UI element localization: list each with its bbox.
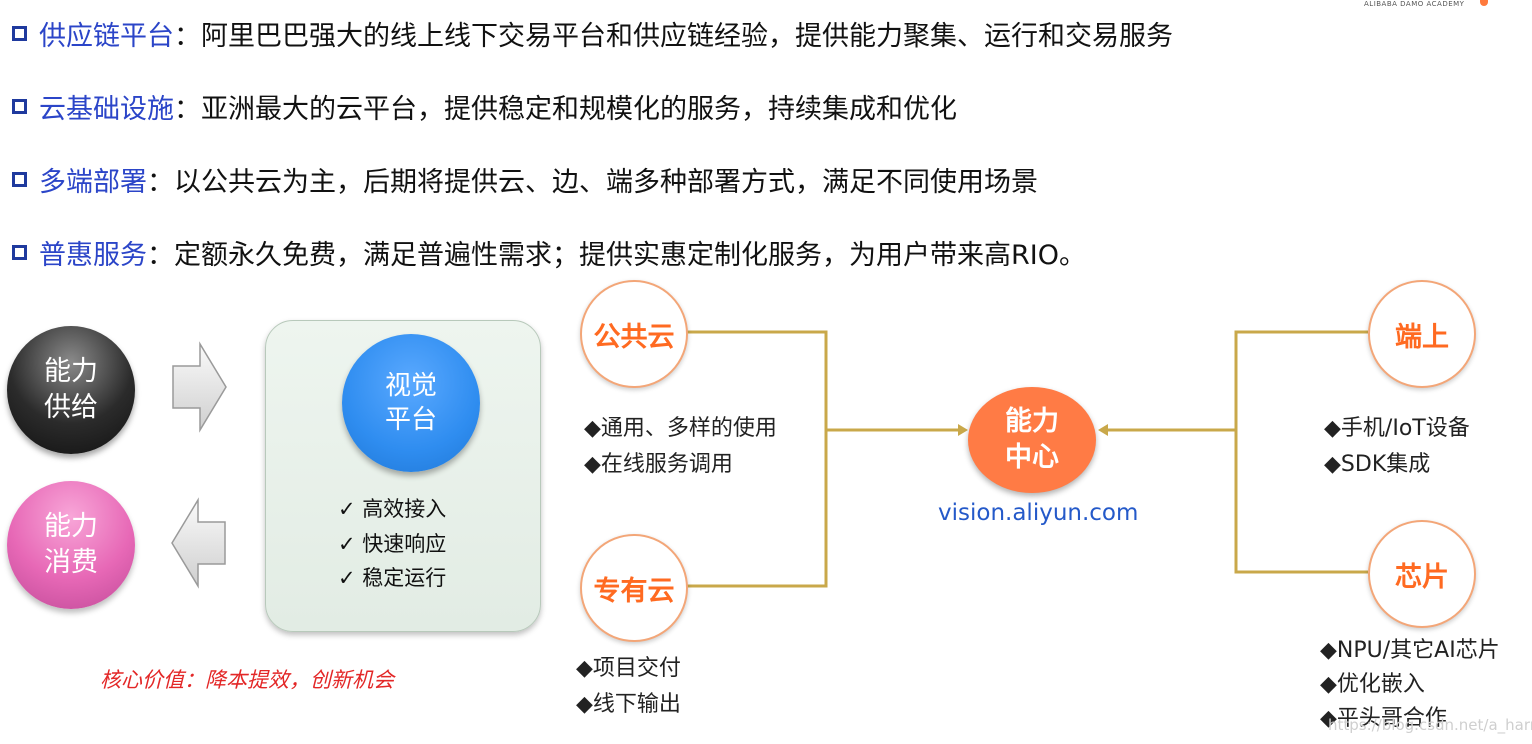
chip-label: 芯片 (1395, 561, 1449, 593)
chip-item: ◆平头哥合作 (1320, 706, 1447, 731)
private-cloud-circle: 专有云 (580, 534, 688, 642)
platform-line2: 平台 (384, 405, 437, 435)
bullet-text: ：亚洲最大的云平台，提供稳定和规模化的服务，持续集成和优化 (174, 93, 957, 125)
private-cloud-label: 专有云 (593, 575, 675, 607)
consume-line1: 能力 (44, 511, 98, 542)
capability-center-circle: 能力中心 (968, 387, 1096, 493)
center-line1: 能力 (1005, 406, 1059, 437)
public-cloud-label: 公共云 (593, 321, 675, 353)
bullet-multi-deploy: 多端部署 ：以公共云为主，后期将提供云、边、端多种部署方式，满足不同使用场景 (12, 159, 1038, 199)
checkbox-square-icon (12, 98, 27, 114)
capability-supply-circle: 能力供给 (7, 326, 135, 454)
device-item: ◆SDK集成 (1324, 452, 1431, 477)
private-cloud-item: ◆项目交付 (576, 656, 681, 681)
consume-line2: 消费 (44, 547, 98, 578)
check-item-stable-run: ✓ 稳定运行 (338, 566, 447, 590)
device-item: ◆手机/IoT设备 (1324, 416, 1470, 441)
vision-platform-circle: 视觉平台 (342, 334, 480, 472)
arrow-left-icon (171, 497, 226, 589)
checkbox-square-icon (12, 244, 27, 260)
device-label: 端上 (1395, 321, 1449, 353)
bullet-keyword: 普惠服务 (39, 239, 147, 271)
bullet-inclusive-service: 普惠服务 ：定额永久免费，满足普遍性需求；提供实惠定制化服务，为用户带来高RIO… (12, 232, 1086, 272)
public-cloud-circle: 公共云 (580, 280, 688, 388)
bullet-cloud-infra: 云基础设施 ：亚洲最大的云平台，提供稳定和规模化的服务，持续集成和优化 (12, 86, 957, 126)
check-item-fast-response: ✓ 快速响应 (338, 532, 447, 556)
arrowhead-left-icon (1098, 424, 1108, 436)
bullet-text: ：定额永久免费，满足普遍性需求；提供实惠定制化服务，为用户带来高RIO。 (147, 239, 1086, 271)
bullet-text: ：阿里巴巴强大的线上线下交易平台和供应链经验，提供能力聚集、运行和交易服务 (174, 20, 1173, 52)
supply-line1: 能力 (44, 356, 98, 387)
device-circle: 端上 (1368, 280, 1476, 388)
check-item-efficient-access: ✓ 高效接入 (338, 497, 447, 521)
checkbox-square-icon (12, 171, 27, 187)
supply-line2: 供给 (44, 392, 98, 423)
bullet-keyword: 云基础设施 (39, 93, 174, 125)
chip-circle: 芯片 (1368, 520, 1476, 628)
public-cloud-item: ◆在线服务调用 (584, 452, 733, 477)
core-value-text: 核心价值：降本提效，创新机会 (100, 668, 394, 692)
center-line2: 中心 (1005, 442, 1059, 473)
platform-line1: 视觉 (384, 371, 437, 401)
flow-arrows (171, 341, 227, 589)
public-cloud-item: ◆通用、多样的使用 (584, 416, 777, 441)
left-bracket-line (686, 330, 828, 588)
chip-item: ◆NPU/其它AI芯片 (1320, 638, 1500, 663)
bullet-keyword: 供应链平台 (39, 20, 174, 52)
chip-item: ◆优化嵌入 (1320, 672, 1425, 697)
arrowhead-right-icon (958, 424, 968, 436)
watermark-text: https://blog.csdn.net/a_harry (1328, 716, 1532, 734)
bullet-supply-chain: 供应链平台 ：阿里巴巴强大的线上线下交易平台和供应链经验，提供能力聚集、运行和交… (12, 13, 1173, 53)
private-cloud-item: ◆线下输出 (576, 692, 681, 717)
checkbox-square-icon (12, 25, 27, 41)
arrow-right-icon (172, 341, 227, 433)
capability-consume-circle: 能力消费 (7, 481, 135, 609)
bullet-keyword: 多端部署 (39, 166, 147, 198)
vision-url-link[interactable]: vision.aliyun.com (938, 500, 1139, 526)
brand-text: ALIBABA DAMO ACADEMY (1364, 0, 1465, 8)
right-bracket-line (1234, 330, 1368, 574)
bullet-text: ：以公共云为主，后期将提供云、边、端多种部署方式，满足不同使用场景 (147, 166, 1038, 198)
brand-logo-icon (1480, 0, 1488, 6)
